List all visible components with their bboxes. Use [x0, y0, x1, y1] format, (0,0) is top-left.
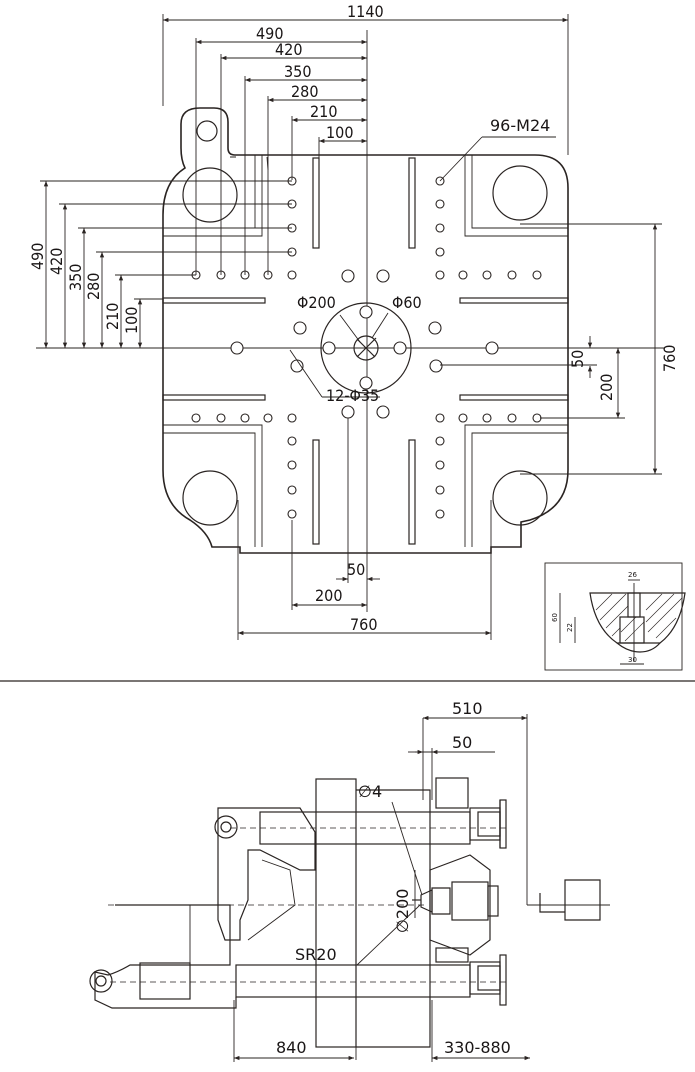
- threaded-hole: [216, 413, 226, 423]
- detail-dim-22: 22: [566, 623, 574, 632]
- threaded-hole: [507, 270, 517, 280]
- dim-280: 280: [291, 82, 318, 101]
- dim-210: 210: [310, 102, 337, 121]
- label-locating-ring: ∅200: [393, 889, 412, 933]
- dim-v-100: 100: [122, 307, 141, 334]
- bolt-hole: [341, 269, 355, 283]
- platen-outline: [162, 107, 569, 554]
- dim-v-210: 210: [103, 303, 122, 330]
- threaded-hole: [287, 413, 297, 423]
- threaded-hole: [435, 436, 445, 446]
- threaded-hole: [287, 270, 297, 280]
- bolt-hole: [376, 405, 390, 419]
- label-nozzle-radius: SR20: [295, 945, 337, 964]
- right-dimensions: 760 50 200: [440, 223, 679, 475]
- detail-dim-60: 60: [551, 613, 559, 622]
- dim-v-490: 490: [28, 243, 47, 270]
- detail-dim-30: 30: [628, 656, 637, 664]
- threaded-hole: [435, 413, 445, 423]
- bolt-hole: [230, 341, 244, 355]
- threaded-hole: [435, 460, 445, 470]
- label-thread-holes: 96-M24: [490, 116, 550, 135]
- locating-bore: [320, 302, 412, 394]
- dim-420: 420: [275, 40, 302, 59]
- label-nozzle-hole: ∅4: [358, 782, 382, 801]
- threaded-hole: [482, 413, 492, 423]
- threaded-hole: [435, 509, 445, 519]
- bolt-hole: [322, 341, 336, 355]
- tie-bar-hole-br: [492, 470, 548, 526]
- threaded-hole: [482, 270, 492, 280]
- detail-dim-26: 26: [628, 571, 637, 579]
- tie-bar-hole-tr: [492, 165, 548, 221]
- threaded-holes: [191, 176, 542, 519]
- platen-front-view: [36, 30, 665, 612]
- side-dim-330-880: 330-880: [444, 1038, 511, 1057]
- bolt-hole: [485, 341, 499, 355]
- bolt-holes: [230, 269, 499, 419]
- side-dim-840: 840: [276, 1038, 307, 1057]
- threaded-hole: [287, 460, 297, 470]
- threaded-hole: [435, 270, 445, 280]
- top-dimensions: 1140 490 420 350 280 210 100: [162, 2, 569, 275]
- dim-1140: 1140: [347, 2, 384, 21]
- side-dim-50: 50: [452, 733, 472, 752]
- bolt-hole: [293, 321, 307, 335]
- dim-v-760: 760: [660, 345, 679, 372]
- bolt-hole: [341, 405, 355, 419]
- bolt-hole: [429, 359, 443, 373]
- bolt-hole: [428, 321, 442, 335]
- nozzle-bore: [353, 335, 379, 361]
- threaded-hole: [532, 270, 542, 280]
- threaded-hole: [435, 485, 445, 495]
- threaded-hole: [435, 223, 445, 233]
- dim-350: 350: [284, 62, 311, 81]
- leader-labels: 96-M24 Φ200 Φ60 12-Φ35: [289, 116, 556, 405]
- t-slots: [162, 157, 569, 545]
- threaded-hole: [287, 485, 297, 495]
- dim-100: 100: [326, 123, 353, 142]
- tie-bar-hole-bl: [182, 470, 238, 526]
- threaded-hole: [532, 413, 542, 423]
- bottom-dimensions: 50 200 760: [237, 418, 492, 640]
- threaded-hole: [458, 413, 468, 423]
- dim-490: 490: [256, 24, 283, 43]
- threaded-hole: [435, 247, 445, 257]
- dim-v-200: 200: [597, 374, 616, 401]
- dim-h-50: 50: [347, 560, 365, 579]
- threaded-hole: [287, 436, 297, 446]
- dim-v-280: 280: [84, 273, 103, 300]
- bolt-hole: [359, 305, 373, 319]
- dim-h-200: 200: [315, 586, 342, 605]
- bolt-hole: [359, 376, 373, 390]
- threaded-hole: [287, 509, 297, 519]
- threaded-hole: [435, 199, 445, 209]
- side-dim-510: 510: [452, 699, 483, 718]
- left-dimensions: 490 420 350 280 210 100: [28, 180, 292, 348]
- lug-hole: [196, 120, 218, 142]
- dim-v-350: 350: [66, 264, 85, 291]
- threaded-hole: [191, 413, 201, 423]
- threaded-hole: [240, 413, 250, 423]
- side-view: 510 50: [89, 699, 610, 1062]
- dim-h-760: 760: [350, 615, 377, 634]
- bolt-hole: [376, 269, 390, 283]
- label-center-dia-small: Φ60: [392, 293, 422, 312]
- threaded-hole: [263, 413, 273, 423]
- knockout-detail: 26 60 22 30: [544, 562, 686, 671]
- bolt-hole: [393, 341, 407, 355]
- tie-bar-hole-tl: [182, 167, 238, 223]
- threaded-hole: [507, 413, 517, 423]
- dim-v-50: 50: [568, 350, 587, 368]
- dim-v-420: 420: [47, 248, 66, 275]
- threaded-hole: [458, 270, 468, 280]
- label-center-dia-large: Φ200: [297, 293, 336, 312]
- corner-recesses: [163, 155, 568, 547]
- label-bolt-holes: 12-Φ35: [326, 386, 379, 405]
